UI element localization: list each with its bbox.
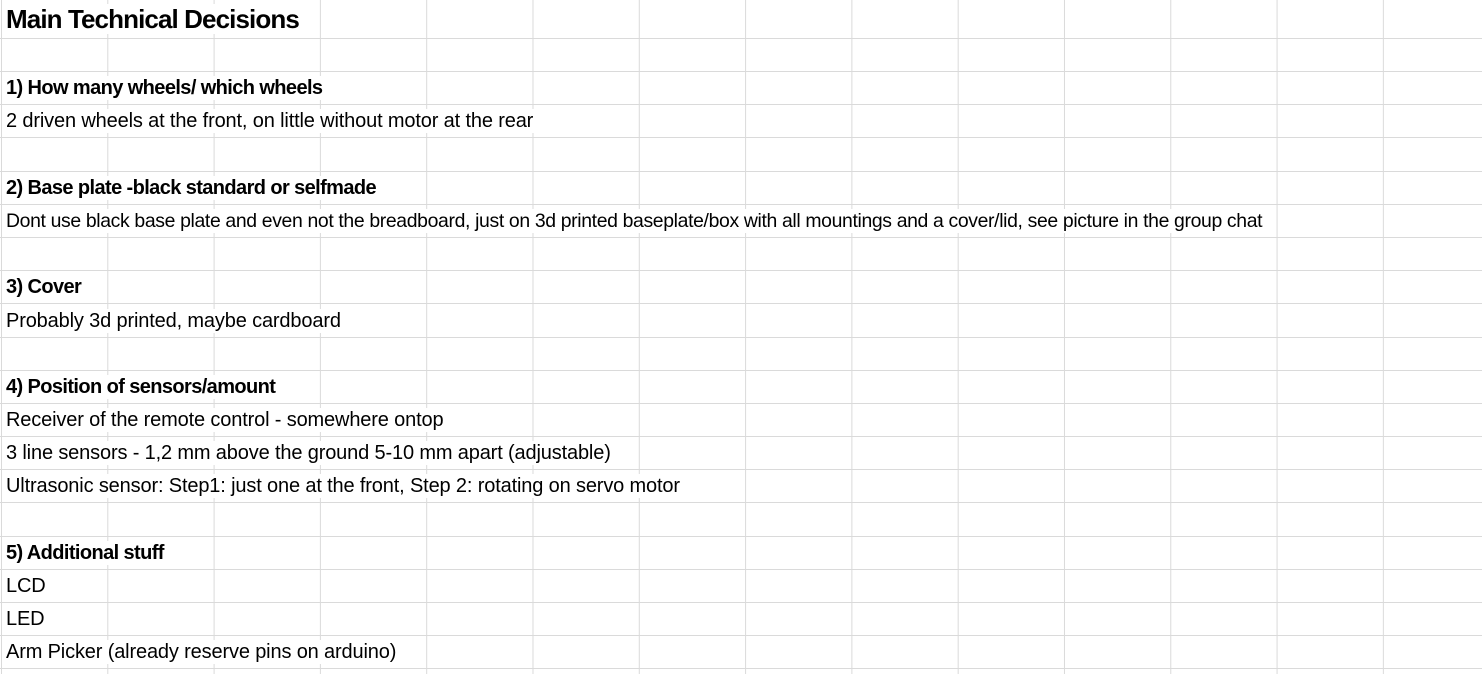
sheet-row-13: Receiver of the remote control - somewhe… — [0, 404, 1482, 438]
cell-a19[interactable]: LED — [6, 607, 47, 632]
cell-a10[interactable]: Probably 3d printed, maybe cardboard — [6, 308, 343, 333]
cell-a17[interactable]: 5) Additional stuff — [6, 540, 166, 565]
sheet-row-8 — [0, 238, 1482, 272]
sheet-row-7: Dont use black base plate and even not t… — [0, 205, 1482, 238]
sheet-row-1: Main Technical Decisions — [0, 0, 1482, 39]
cell-a18[interactable]: LCD — [6, 574, 48, 598]
sheet-row-5 — [0, 138, 1482, 172]
cell-a13[interactable]: Receiver of the remote control - somewhe… — [6, 408, 446, 433]
sheet-row-9: 3) Cover — [0, 271, 1482, 305]
sheet-row-11 — [0, 338, 1482, 371]
cell-a3[interactable]: 1) How many wheels/ which wheels — [6, 76, 325, 101]
sheet-row-6: 2) Base plate -black standard or selfmad… — [0, 172, 1482, 205]
cell-a14[interactable]: 3 line sensors - 1,2 mm above the ground… — [6, 441, 613, 466]
sheet-row-3: 1) How many wheels/ which wheels — [0, 72, 1482, 106]
sheet-row-16 — [0, 503, 1482, 537]
sheet-row-19: LED — [0, 603, 1482, 637]
sheet-row-14: 3 line sensors - 1,2 mm above the ground… — [0, 437, 1482, 471]
cell-a12[interactable]: 4) Position of sensors/amount — [6, 374, 278, 399]
cell-a20[interactable]: Arm Picker (already reserve pins on ardu… — [6, 640, 399, 665]
cell-a7[interactable]: Dont use black base plate and even not t… — [6, 208, 1265, 233]
sheet-row-17: 5) Additional stuff — [0, 537, 1482, 570]
cell-a6[interactable]: 2) Base plate -black standard or selfmad… — [6, 175, 378, 200]
sheet-row-10: Probably 3d printed, maybe cardboard — [0, 304, 1482, 338]
cell-a1[interactable]: Main Technical Decisions — [6, 4, 301, 34]
sheet-row-18: LCD — [0, 570, 1482, 603]
cell-a9[interactable]: 3) Cover — [6, 275, 84, 300]
sheet-row-20: Arm Picker (already reserve pins on ardu… — [0, 636, 1482, 670]
cell-a4[interactable]: 2 driven wheels at the front, on little … — [6, 109, 536, 134]
sheet-row-15: Ultrasonic sensor: Step1: just one at th… — [0, 470, 1482, 504]
sheet-row-12: 4) Position of sensors/amount — [0, 371, 1482, 404]
sheet-row-4: 2 driven wheels at the front, on little … — [0, 105, 1482, 139]
cell-a15[interactable]: Ultrasonic sensor: Step1: just one at th… — [6, 474, 682, 499]
sheet-row-2 — [0, 39, 1482, 72]
